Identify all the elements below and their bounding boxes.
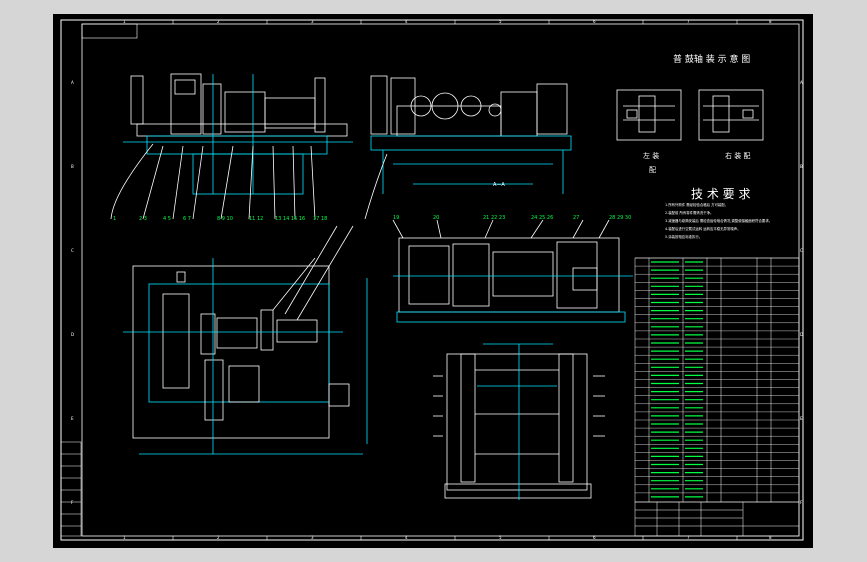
border-letters-left: A B C D E F <box>71 80 74 505</box>
border-letter: A <box>71 80 74 85</box>
border-number: 3 <box>311 535 314 540</box>
title-block <box>634 501 800 537</box>
border-number: 2 <box>217 535 220 540</box>
assembly-section-view <box>392 219 633 323</box>
svg-text:4 5: 4 5 <box>163 216 171 222</box>
left-assembly-label: 左 装 <box>643 151 659 160</box>
section-view-balloons: 19 20 21 22 23 24 25 26 27 28 29 30 <box>393 215 631 221</box>
border-numbers-bottom: 1 2 3 4 5 6 7 8 <box>123 535 772 540</box>
right-assembly-label: 右 装 配 <box>725 151 750 160</box>
svg-text:20: 20 <box>433 215 439 221</box>
svg-text:21 22 23: 21 22 23 <box>483 215 505 221</box>
frame-view <box>433 343 605 500</box>
svg-text:8 9 10: 8 9 10 <box>217 216 233 222</box>
svg-text:17 18: 17 18 <box>313 216 327 222</box>
cad-drawing: 1 2 3 4 5 6 7 8 1 2 3 4 5 6 7 8 A B C D E F A B C D E F 1 2 3 4 5 … <box>60 19 804 541</box>
parts-list-rows <box>635 257 799 498</box>
border-number: 7 <box>687 19 690 24</box>
inner-border <box>81 23 800 537</box>
layout-title: 普 鼓轴 装 示 意 图 <box>673 53 750 65</box>
border-letter: F <box>71 500 74 505</box>
border-ticks <box>172 20 738 540</box>
svg-text:1: 1 <box>113 216 116 222</box>
tech-notes: 1.所有外购件 需经检验合格后 方可装配。 2.装配前 所有零件需清洗干净。 3.减… <box>665 202 772 239</box>
border-number: 1 <box>123 19 126 24</box>
border-number: 6 <box>593 19 596 24</box>
left-layout-sketch <box>616 89 682 141</box>
border-number: 6 <box>593 535 596 540</box>
border-number: 4 <box>405 535 408 540</box>
tech-note-line: 1.所有外购件 需经检验合格后 方可装配。 <box>665 202 728 207</box>
border-number: 5 <box>499 535 502 540</box>
front-view-balloons: 1 2 3 4 5 6 7 8 9 10 11 12 13 14 15 16 17 18 <box>113 216 327 222</box>
svg-text:13 14 15 16: 13 14 15 16 <box>275 216 305 222</box>
tech-requirements-title: 技 术 要 求 <box>691 187 750 201</box>
border-number: 8 <box>769 535 772 540</box>
border-letter: F <box>800 500 803 505</box>
drawing-sheet: 1 2 3 4 5 6 7 8 1 2 3 4 5 6 7 8 A B C D E F A B C D E F 1 2 3 4 5 … <box>53 14 813 548</box>
code-box <box>81 23 138 39</box>
border-number: 4 <box>405 19 408 24</box>
border-numbers-top: 1 2 3 4 5 6 7 8 <box>123 19 772 24</box>
border-number: 8 <box>769 19 772 24</box>
revision-strip <box>60 441 82 537</box>
svg-text:2 3: 2 3 <box>139 216 147 222</box>
plan-view <box>123 225 368 455</box>
border-letter: E <box>800 416 803 421</box>
border-number: 5 <box>499 19 502 24</box>
border-letter: D <box>71 332 74 337</box>
border-number: 3 <box>311 19 314 24</box>
border-letters-right: A B C D E F <box>800 80 803 505</box>
border-letter: C <box>800 248 803 253</box>
right-layout-sketch <box>698 89 764 141</box>
svg-text:24 25 26: 24 25 26 <box>531 215 553 221</box>
border-number: 2 <box>217 19 220 24</box>
outer-border <box>60 19 804 541</box>
tech-note-line: 5.涂装按相应标准执行。 <box>665 234 702 239</box>
border-letter: A <box>800 80 803 85</box>
border-letter: B <box>71 164 74 169</box>
border-number: 7 <box>687 535 690 540</box>
svg-text:19: 19 <box>393 215 399 221</box>
side-elevation-view <box>364 75 572 220</box>
border-letter: E <box>71 416 74 421</box>
border-letter: C <box>71 248 74 253</box>
svg-text:27: 27 <box>573 215 579 221</box>
svg-text:6 7: 6 7 <box>183 216 191 222</box>
tech-note-line: 3.减速器与卷筒安装后 需检查齿轮啮合情况,调整使接触面积符合要求。 <box>665 218 772 223</box>
section-label: A—A <box>493 182 505 188</box>
border-number: 1 <box>123 535 126 540</box>
border-letter: D <box>800 332 803 337</box>
svg-text:28 29 30: 28 29 30 <box>609 215 631 221</box>
tech-note-line: 4.装配后进行空载试运转 运转应平稳无异常噪声。 <box>665 226 741 231</box>
front-elevation-view <box>110 73 353 220</box>
svg-text:11 12: 11 12 <box>249 216 263 222</box>
left-assembly-label-2: 配 <box>649 166 656 174</box>
border-letter: B <box>800 164 803 169</box>
tech-note-line: 2.装配前 所有零件需清洗干净。 <box>665 210 713 215</box>
